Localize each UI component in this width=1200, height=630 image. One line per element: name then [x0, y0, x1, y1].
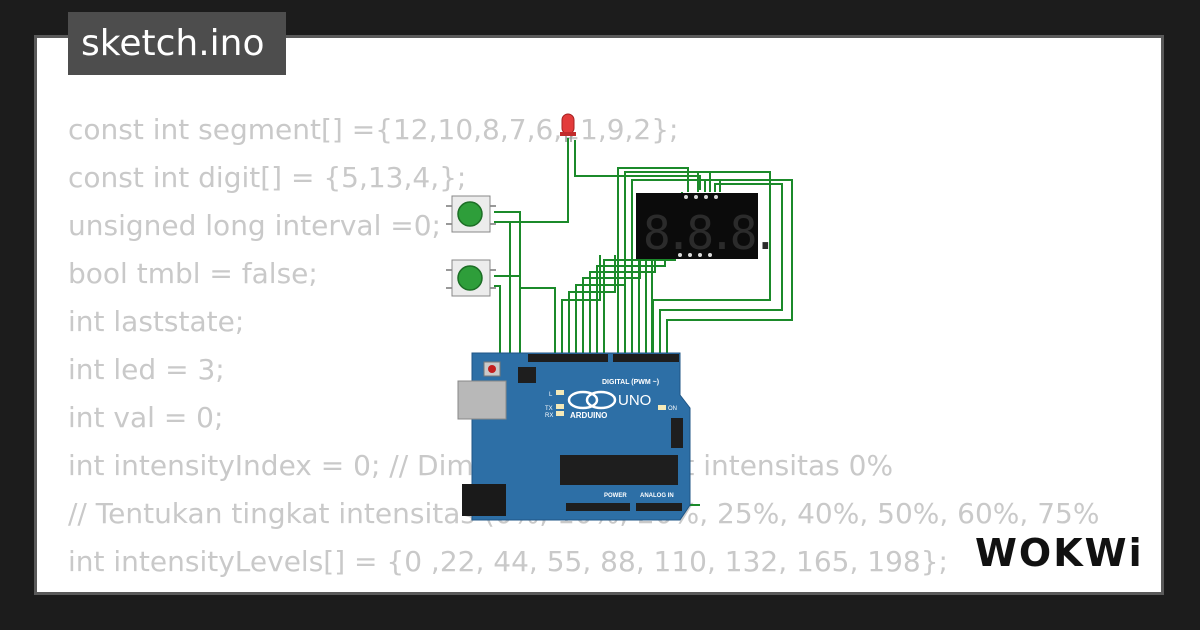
icsp-header-2: [671, 418, 683, 448]
arduino-model: UNO: [618, 392, 651, 409]
wokwi-logo[interactable]: WOKWi: [975, 528, 1150, 576]
arduino-logo: [567, 390, 599, 410]
red-led[interactable]: [560, 113, 576, 142]
code-line: const int digit[] = {5,13,4,};: [68, 161, 467, 194]
wokwi-logo-text: WOKWi: [975, 531, 1144, 575]
icsp-header: [518, 367, 536, 383]
pushbutton-1[interactable]: [446, 195, 496, 233]
code-line: int led = 3;: [68, 353, 225, 386]
rx-label: RX: [545, 413, 553, 419]
on-label: ON: [668, 406, 677, 412]
analog-header: [636, 503, 682, 511]
code-line: int laststate;: [68, 305, 245, 338]
file-title: sketch.ino: [68, 12, 286, 75]
code-line: int intensityLevels[] = {0 ,22, 44, 55, …: [68, 545, 948, 578]
seven-segment-display[interactable]: 8.8.8.: [636, 193, 779, 260]
digital-header-1: [528, 354, 608, 362]
code-line: const int segment[] ={12,10,8,7,6,11,9,2…: [68, 113, 679, 146]
code-line: bool tmbl = false;: [68, 257, 318, 290]
code-line: int val = 0;: [68, 401, 224, 434]
digital-label: DIGITAL (PWM ~): [602, 379, 659, 386]
analog-label: ANALOG IN: [640, 493, 674, 499]
code-line: unsigned long interval =0;: [68, 209, 441, 242]
power-jack: [462, 484, 506, 516]
pushbutton-2[interactable]: [446, 259, 496, 297]
digital-header-2: [613, 354, 679, 362]
l-led-label: L: [549, 392, 553, 398]
display-digits: 8.8.8.: [643, 206, 773, 260]
reset-button-cap: [488, 365, 496, 373]
power-header: [566, 503, 630, 511]
microcontroller-chip: [560, 455, 678, 485]
arduino-uno-board[interactable]: ARDUINO UNO DIGITAL (PWM ~) POWER ANALOG…: [457, 352, 691, 521]
arduino-brand: ARDUINO: [570, 411, 607, 420]
tx-label: TX: [545, 406, 553, 412]
usb-port: [457, 380, 507, 420]
power-label: POWER: [604, 493, 627, 499]
